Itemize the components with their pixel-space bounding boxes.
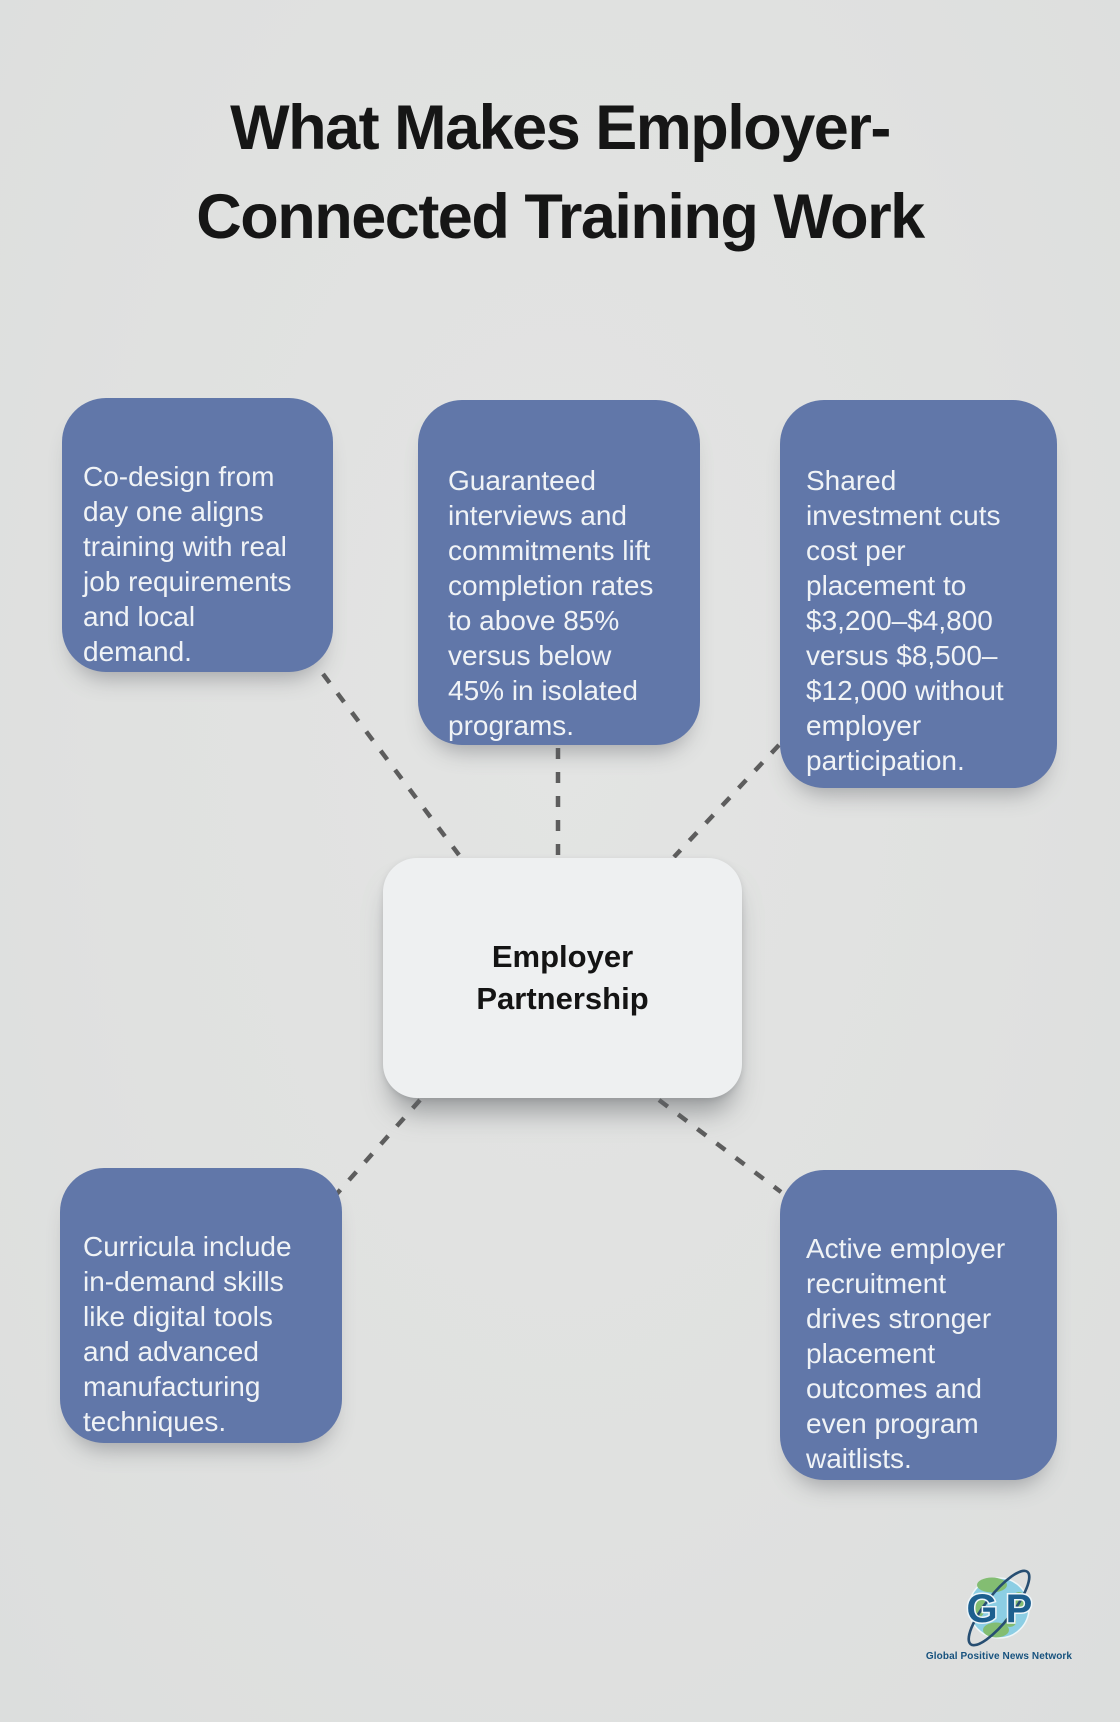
factor-text: Co-design from day one aligns training w…	[83, 461, 292, 667]
gpnn-logo: G P Global Positive News Network	[889, 1566, 1109, 1662]
logo-letter-g: G	[966, 1587, 997, 1631]
factor-card-bottom-right: Active employer recruitment drives stron…	[780, 1170, 1057, 1480]
factor-card-top-center: Guaranteed interviews and commitments li…	[418, 400, 700, 745]
center-node-label: Employer Partnership	[476, 939, 649, 1016]
factor-card-top-left: Co-design from day one aligns training w…	[62, 398, 333, 672]
connector-line-bottom-right	[657, 1098, 783, 1194]
factor-card-top-right: Shared investment cuts cost per placemen…	[780, 400, 1057, 788]
page-title: What Makes Employer- Connected Training …	[196, 93, 925, 253]
factor-text: Active employer recruitment drives stron…	[806, 1233, 1006, 1474]
factor-card-bottom-left: Curricula include in-demand skills like …	[60, 1168, 342, 1443]
logo-letter-p: P	[1006, 1587, 1033, 1631]
connector-line-bottom-left	[332, 1098, 422, 1199]
connector-line-top-right	[672, 743, 781, 859]
factor-text: Curricula include in-demand skills like …	[83, 1231, 292, 1437]
factor-text: Shared investment cuts cost per placemen…	[806, 465, 1004, 776]
center-node: Employer Partnership	[383, 858, 742, 1098]
factor-text: Guaranteed interviews and commitments li…	[448, 465, 654, 741]
logo-caption: Global Positive News Network	[925, 1651, 1073, 1662]
globe-icon: G P	[965, 1569, 1034, 1647]
